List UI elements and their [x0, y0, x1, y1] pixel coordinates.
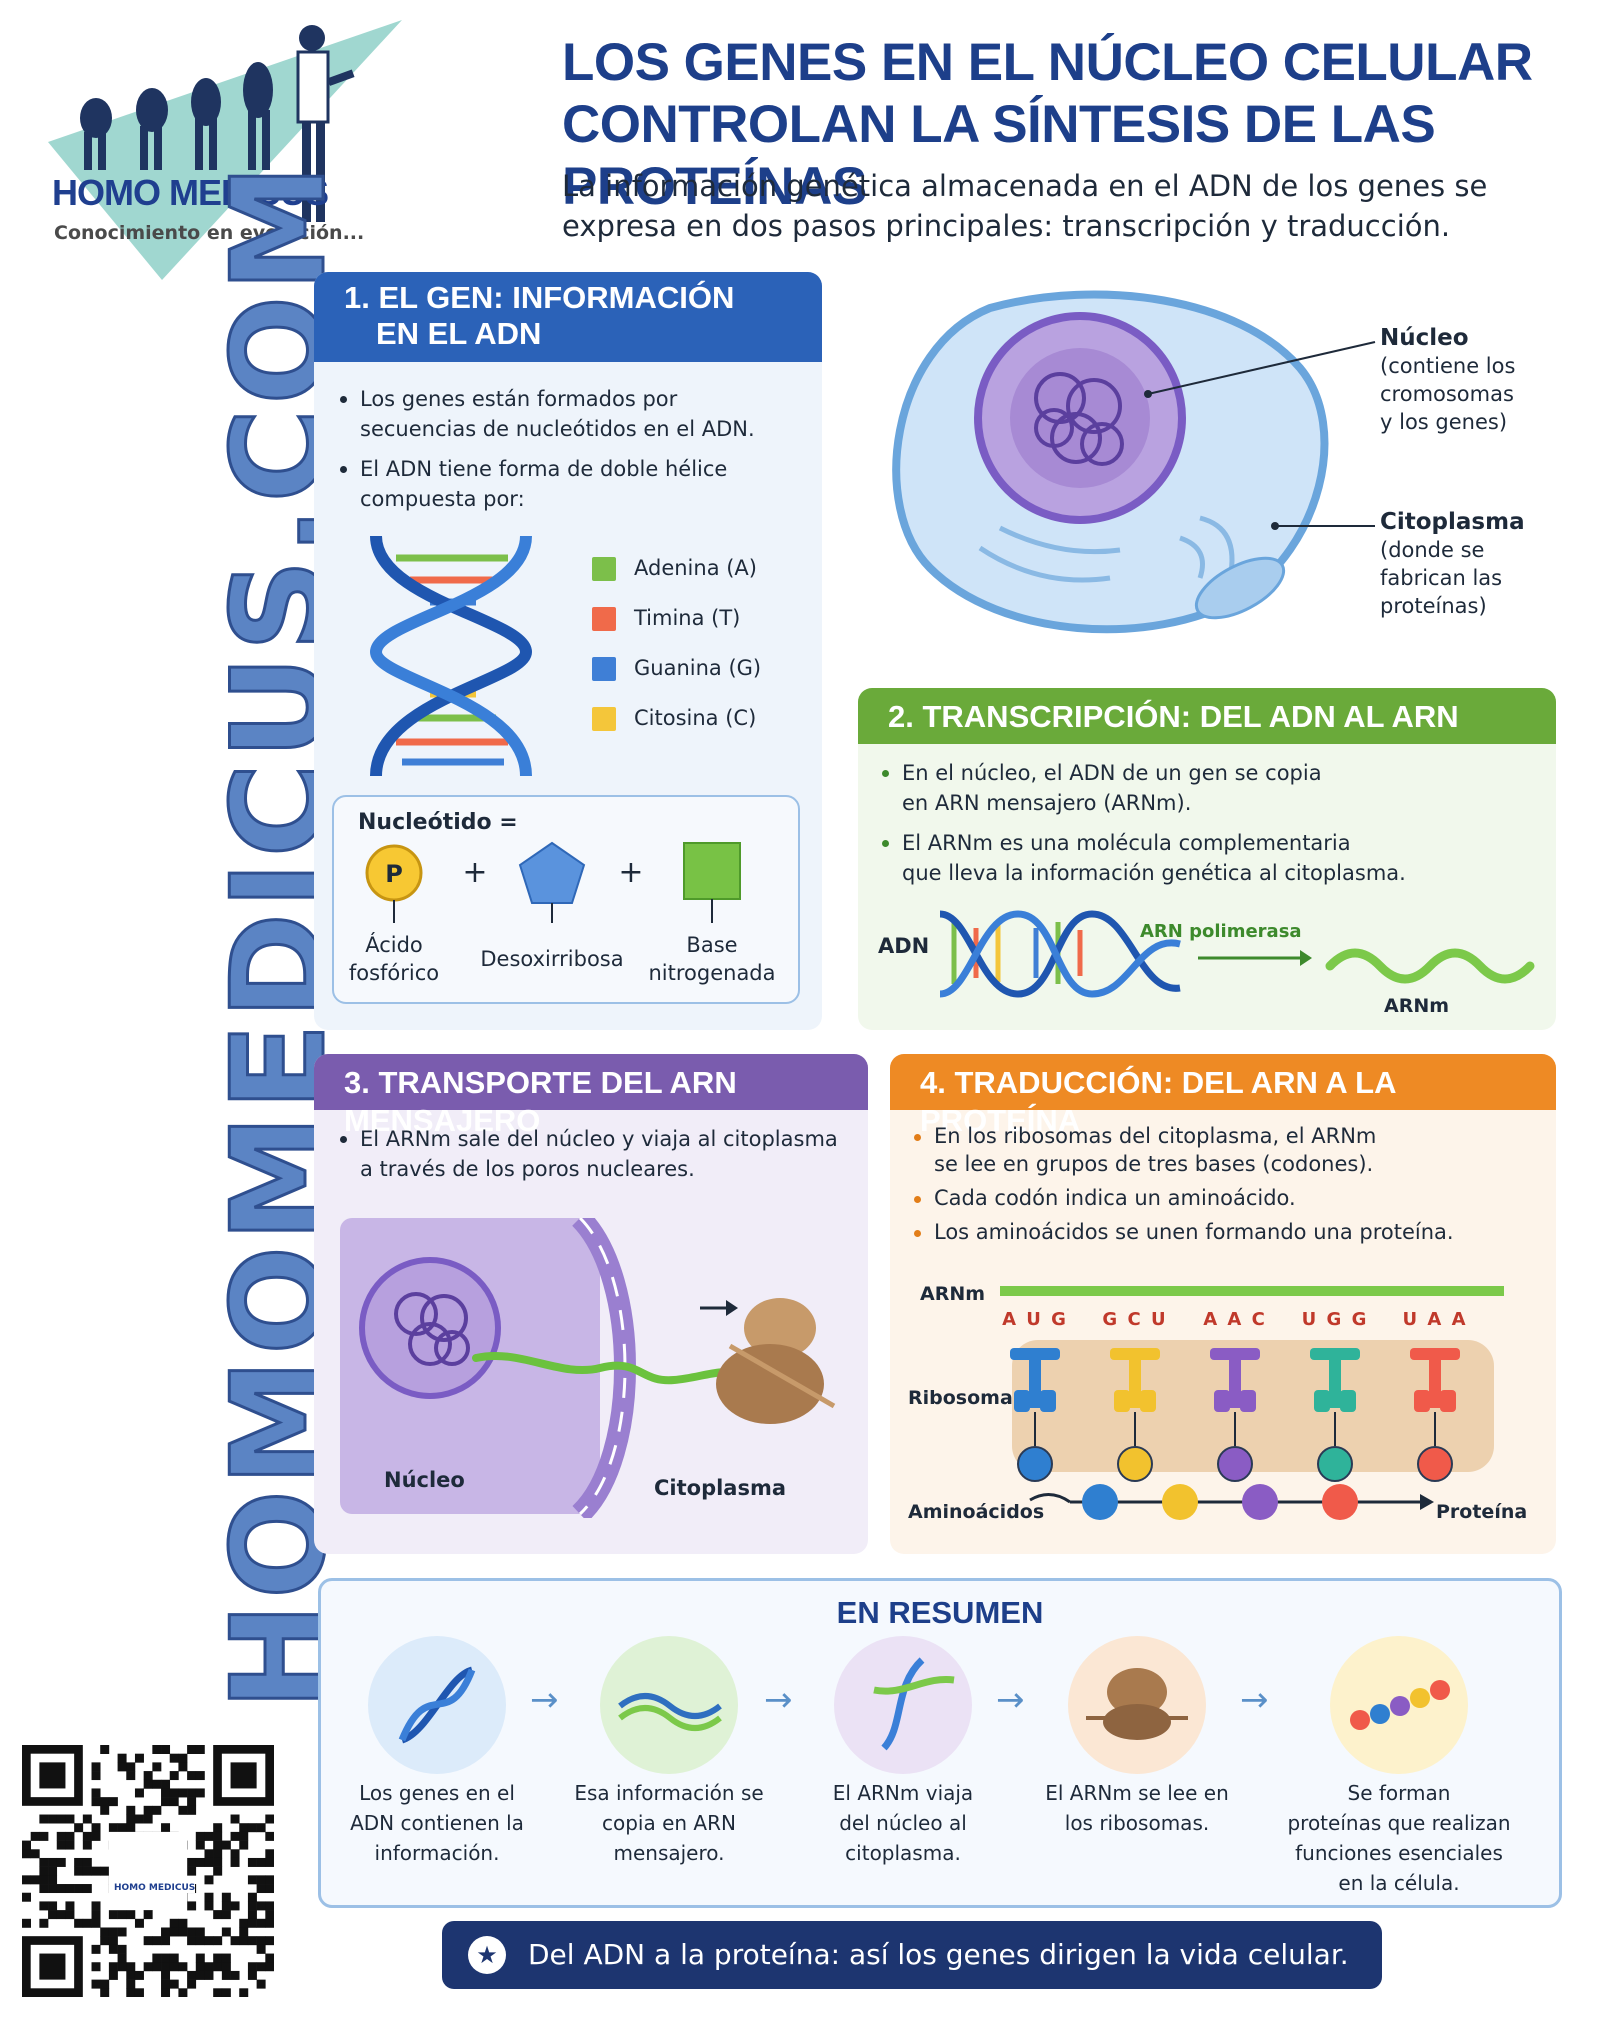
codon-label: U G G	[1301, 1309, 1369, 1330]
cytoplasm-label: Citoplasma	[654, 1476, 787, 1500]
qr-code-graphic	[22, 1745, 275, 1998]
summary-arrow-1: →	[530, 1680, 559, 1720]
codon-label: A U G	[1002, 1309, 1068, 1330]
protein-chain-icon	[1350, 1680, 1450, 1730]
bullet: Los aminoácidos se unen formando una pro…	[910, 1218, 1550, 1246]
section-3-header: 3. TRANSPORTE DEL ARN MENSAJERO	[314, 1054, 868, 1138]
legend-guanine: Guanina (G)	[592, 656, 761, 681]
title-line-1: LOS GENES EN EL NÚCLEO CELULAR	[562, 33, 1533, 92]
summary-title: EN RESUMEN	[836, 1595, 1044, 1630]
summary-arrow-2: →	[764, 1680, 793, 1720]
cell-illustration	[892, 290, 1376, 634]
summary-step-2-circle	[600, 1636, 738, 1774]
section-4-bullets: En los ribosomas del citoplasma, el ARNm…	[910, 1122, 1550, 1256]
swatch	[592, 657, 616, 681]
legend-thymine: Timina (T)	[592, 606, 740, 631]
protein-label: Proteína	[1436, 1501, 1528, 1523]
page-subtitle: La información genética almacenada en el…	[562, 166, 1602, 246]
plus-sign-2: +	[618, 855, 644, 890]
summary-step-5-circle	[1330, 1636, 1468, 1774]
aminoacids-label: Aminoácidos	[908, 1501, 1045, 1523]
section-2-panel: 2. TRANSCRIPCIÓN: DEL ADN AL ARN En el n…	[858, 688, 1556, 1030]
trna-2	[1110, 1348, 1160, 1482]
section-2-header: 2. TRANSCRIPCIÓN: DEL ADN AL ARN	[858, 688, 1556, 744]
star-icon: ★	[468, 1936, 506, 1974]
mrna-transport-illustration	[340, 1218, 836, 1518]
summary-step-3-circle	[834, 1636, 972, 1774]
trna-4	[1310, 1348, 1360, 1482]
bullet: El ARNm sale del núcleo y viaja al citop…	[336, 1124, 856, 1184]
rna-copy-icon	[618, 1693, 722, 1731]
swatch	[592, 557, 616, 581]
transcription-illustration	[940, 910, 1535, 998]
summary-arrow-3: →	[996, 1680, 1025, 1720]
ribosome-icon	[1086, 1668, 1188, 1740]
phosphate-symbol: P	[385, 860, 403, 888]
swatch	[592, 607, 616, 631]
trna-5	[1410, 1348, 1460, 1482]
brand-name: HOMO MEDICUS	[52, 172, 329, 213]
section-3-panel: 3. TRANSPORTE DEL ARN MENSAJERO El ARNm …	[314, 1054, 868, 1554]
title-line-2: CONTROLAN LA SÍNTESIS DE LAS PROTEÍNAS	[562, 95, 1436, 216]
rna-polymerase-label: ARN polimerasa	[1140, 921, 1302, 942]
section-3-bullets: El ARNm sale del núcleo y viaja al citop…	[336, 1124, 856, 1194]
swatch	[592, 707, 616, 731]
nucleotide-title: Nucleótido =	[358, 810, 518, 835]
summary-step-4-circle	[1068, 1636, 1206, 1774]
section-4-panel: 4. TRADUCCIÓN: DEL ARN A LA PROTEÍNA En …	[890, 1054, 1556, 1554]
summary-step-1-circle	[368, 1636, 506, 1774]
plus-sign-1: +	[462, 855, 488, 890]
brand-tagline: Conocimiento en evolución...	[54, 222, 365, 244]
trna-3	[1210, 1348, 1260, 1482]
dna-label: ADN	[878, 934, 930, 958]
section-1-title-line-1: 1. EL GEN: INFORMACIÓN	[344, 280, 735, 315]
deoxyribose-label: Desoxirribosa	[480, 947, 624, 971]
subtitle-line-2: expresa en dos pasos principales: transc…	[562, 209, 1451, 243]
logo-graphic	[48, 20, 402, 280]
codon-label: U A A	[1402, 1309, 1468, 1330]
bullet: Cada codón indica un aminoácido.	[910, 1184, 1550, 1212]
bullet: En los ribosomas del citoplasma, el ARNm…	[910, 1122, 1550, 1178]
mrna-label: ARNm	[1384, 995, 1450, 1017]
section-4-header: 4. TRADUCCIÓN: DEL ARN A LA PROTEÍNA	[890, 1054, 1556, 1138]
legend-cytosine: Citosina (C)	[592, 706, 756, 731]
qr-label: HOMO MEDICUS	[114, 1883, 196, 1893]
codon-label: A A C	[1203, 1309, 1267, 1330]
summary-arrow-4: →	[1240, 1680, 1269, 1720]
qr-code[interactable]: HOMO MEDICUS	[22, 1745, 275, 1998]
mrna-label-4: ARNm	[920, 1283, 986, 1305]
amino-chain	[1082, 1484, 1358, 1520]
trna-1	[1010, 1348, 1060, 1482]
legend-adenine: Adenina (A)	[592, 556, 757, 581]
dna-icon	[398, 1666, 476, 1744]
footer-banner: ★ Del ADN a la proteína: así los genes d…	[442, 1921, 1382, 1989]
section-1-title-line-2: EN EL ADN	[376, 316, 542, 351]
nucleus-label: Núcleo	[384, 1468, 465, 1492]
codon-label: G C U	[1102, 1309, 1168, 1330]
dna-helix-illustration	[369, 535, 533, 777]
page-title: LOS GENES EN EL NÚCLEO CELULAR CONTROLAN…	[562, 32, 1602, 218]
section-1-header: 1. EL GEN: INFORMACIÓN EN EL ADN	[314, 272, 822, 362]
nucleotide-parts-illustration	[365, 841, 741, 923]
subtitle-line-1: La información genética almacenada en el…	[562, 169, 1488, 203]
footer-text: Del ADN a la proteína: así los genes dir…	[528, 1938, 1349, 1971]
ribosome-label: Ribosoma	[908, 1387, 1013, 1409]
mrna-travel-icon	[873, 1657, 955, 1751]
